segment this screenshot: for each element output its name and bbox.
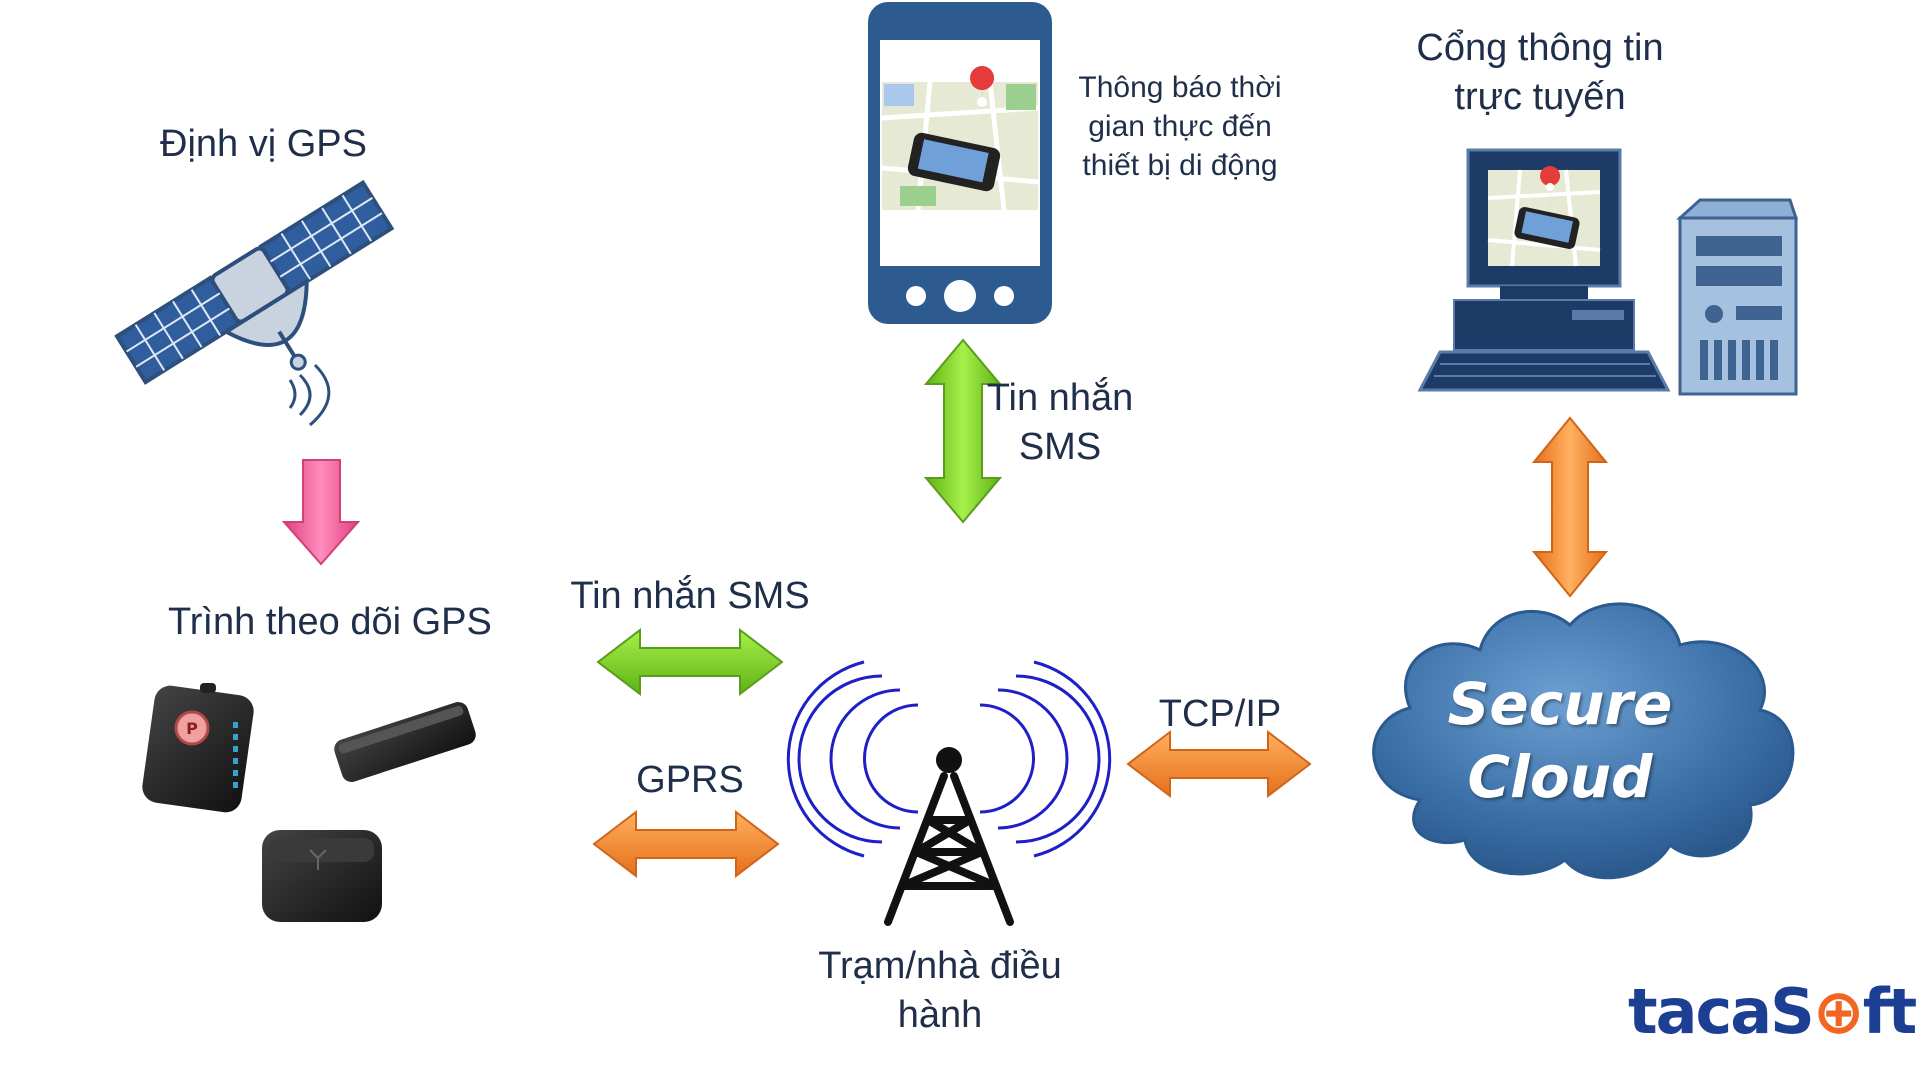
sms-horizontal-text: Tin nhắn SMS (570, 575, 810, 617)
cell-tower-icon (786, 660, 1112, 926)
gps-tracker-text: Trình theo dõi GPS (168, 601, 492, 643)
gps-tracker-label: Trình theo dõi GPS (168, 598, 568, 647)
sms-vertical-line-2: SMS (1018, 426, 1102, 469)
logo-part-3: ft (1862, 975, 1918, 1048)
station-line-2: hành (897, 994, 983, 1037)
phone-sms-arrow (923, 338, 1003, 524)
logo-part-2: S (1770, 975, 1815, 1048)
svg-text:P: P (186, 719, 198, 738)
portal-cloud-arrow (1531, 416, 1609, 598)
logo-part-1: taca (1628, 975, 1772, 1048)
realtime-line-2: gian thực đến (1088, 110, 1272, 143)
cloud-line-1: Secure (1447, 670, 1673, 738)
gps-positioning-label: Định vị GPS (160, 120, 490, 169)
secure-cloud-icon (1372, 602, 1795, 880)
tcpip-text: TCP/IP (1158, 693, 1282, 735)
station-cloud-arrow (1126, 729, 1312, 799)
tracker-device-1: P (142, 683, 254, 813)
cloud-line-2: Cloud (1467, 742, 1653, 811)
online-portal-label: Cổng thông tin trực tuyến (1390, 24, 1690, 123)
computer-icon (1417, 148, 1671, 392)
signal-waves-icon (288, 363, 331, 427)
mobile-phone-icon (868, 2, 1052, 324)
tcpip-label: TCP/IP (1135, 690, 1305, 739)
realtime-line-1: Thông báo thời (1078, 71, 1282, 104)
secure-cloud-label: Secure Cloud (1440, 668, 1680, 813)
sms-vertical-line-1: Tin nhắn (986, 377, 1134, 419)
tracker-gprs-arrow (592, 809, 780, 879)
satellite-icon (114, 179, 395, 385)
realtime-line-3: thiết bị di động (1082, 149, 1278, 182)
gprs-label: GPRS (605, 756, 775, 805)
tacasoft-logo: tacaS⊕ft (1628, 975, 1918, 1048)
gprs-text: GPRS (636, 759, 744, 801)
station-line-1: Trạm/nhà điều (818, 945, 1062, 987)
portal-line-1: Cổng thông tin (1416, 27, 1664, 69)
tracker-device-2 (334, 702, 476, 782)
tracker-device-3 (262, 830, 382, 922)
station-label: Trạm/nhà điều hành (790, 942, 1090, 1041)
logo-o-mark-icon: ⊕ (1812, 975, 1865, 1048)
sms-horizontal-label: Tin nhắn SMS (565, 572, 815, 621)
sms-vertical-label: Tin nhắn SMS (980, 374, 1140, 473)
gps-positioning-text: Định vị GPS (160, 123, 367, 165)
realtime-notify-label: Thông báo thời gian thực đến thiết bị di… (1060, 68, 1300, 185)
portal-line-2: trực tuyến (1454, 76, 1626, 119)
server-tower-icon (1676, 198, 1799, 396)
tracker-sms-arrow (596, 627, 784, 697)
gps-to-tracker-arrow (281, 459, 361, 566)
